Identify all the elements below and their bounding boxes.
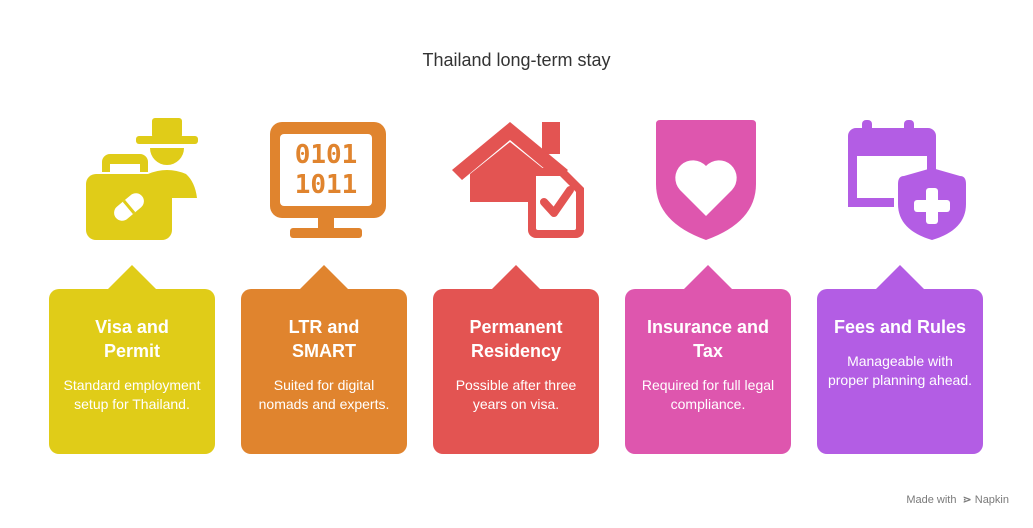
card-description: Possible after three years on visa. [455, 377, 577, 412]
diagram-title: Thailand long-term stay [422, 50, 611, 70]
card-title: Fees and Rules [833, 317, 967, 337]
card-title: Insurance and Tax [646, 317, 770, 361]
card-fees-and-rules: Fees and Rules Manageable with proper pl… [817, 265, 983, 454]
card-permanent-residency: Permanent Residency Possible after three… [433, 265, 599, 454]
card-description: Manageable with proper planning ahead. [827, 353, 972, 388]
napkin-credit[interactable]: Made with ⋗Napkin [906, 493, 1009, 506]
monitor-binary-icon: 0101 1011 [256, 118, 392, 242]
column-ltr-and-smart: 0101 1011 LTR and SMART Suited for digit… [241, 0, 407, 528]
napkin-brand-label: Napkin [974, 494, 1009, 506]
card-insurance-and-tax: Insurance and Tax Required for full lega… [625, 265, 791, 454]
shield-heart-icon [640, 118, 776, 242]
calendar-shield-plus-icon [832, 118, 968, 242]
column-permanent-residency: Permanent Residency Possible after three… [433, 0, 599, 528]
binary-digits-line-2: 1011 [295, 170, 358, 200]
card-description: Standard employment setup for Thailand. [63, 377, 201, 412]
column-insurance-and-tax: Insurance and Tax Required for full lega… [625, 0, 791, 528]
card-title: Visa and Permit [95, 317, 169, 361]
binary-digits-line-1: 0101 [295, 140, 358, 170]
card-description: Suited for digital nomads and experts. [258, 377, 390, 412]
card-ltr-and-smart: LTR and SMART Suited for digital nomads … [241, 265, 407, 454]
column-visa-and-permit: Visa and Permit Standard employment setu… [49, 0, 215, 528]
card-description: Required for full legal compliance. [641, 377, 775, 412]
briefcase-person-icon [64, 118, 200, 242]
card-title: Permanent Residency [469, 317, 563, 361]
house-document-check-icon [448, 118, 584, 242]
card-title: LTR and SMART [288, 317, 360, 361]
made-with-label: Made with [906, 494, 957, 506]
card-visa-and-permit: Visa and Permit Standard employment setu… [49, 265, 215, 454]
column-fees-and-rules: Fees and Rules Manageable with proper pl… [817, 0, 983, 528]
napkin-logo-icon: ⋗ [962, 494, 972, 506]
